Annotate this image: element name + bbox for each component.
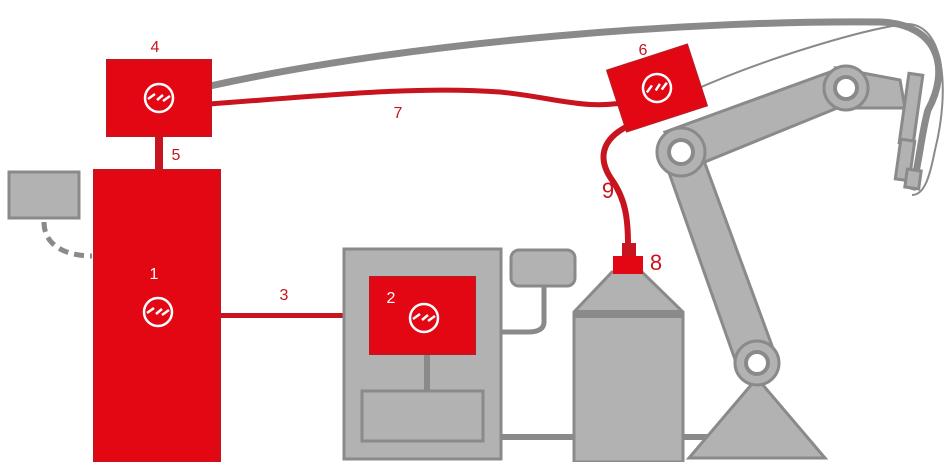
- gray-cable-top: [209, 18, 943, 192]
- label-6: 6: [639, 42, 648, 59]
- base-line-2: [683, 434, 713, 440]
- robot-arm: [655, 64, 925, 460]
- link-5: [155, 136, 163, 170]
- cabinet-1: [93, 169, 221, 462]
- module-4: [106, 59, 212, 137]
- pendant: [501, 248, 577, 335]
- connector-8: [613, 243, 643, 274]
- process-unit: [572, 270, 685, 462]
- base-line-1: [501, 434, 576, 440]
- chain-link-icon: [143, 82, 175, 114]
- monitor: [7, 170, 81, 220]
- chain-link-icon: [641, 72, 673, 104]
- module-6: [605, 43, 709, 133]
- controller-2: [369, 276, 476, 355]
- label-3: 3: [280, 287, 289, 304]
- chain-link-icon: [142, 296, 174, 328]
- label-5: 5: [172, 147, 181, 164]
- link-7: [209, 87, 641, 108]
- label-4: 4: [151, 39, 160, 56]
- label-1: 1: [150, 266, 159, 283]
- label-7: 7: [394, 105, 403, 122]
- label-9: 9: [602, 178, 614, 203]
- gray-cable-thin: [689, 22, 944, 196]
- chain-link-icon: [408, 302, 440, 334]
- link-9: [600, 123, 631, 246]
- label-8: 8: [650, 250, 662, 275]
- link-3: [220, 313, 372, 318]
- dashed-connection: [41, 221, 93, 259]
- robot-tool: [893, 71, 925, 191]
- label-2: 2: [387, 290, 396, 307]
